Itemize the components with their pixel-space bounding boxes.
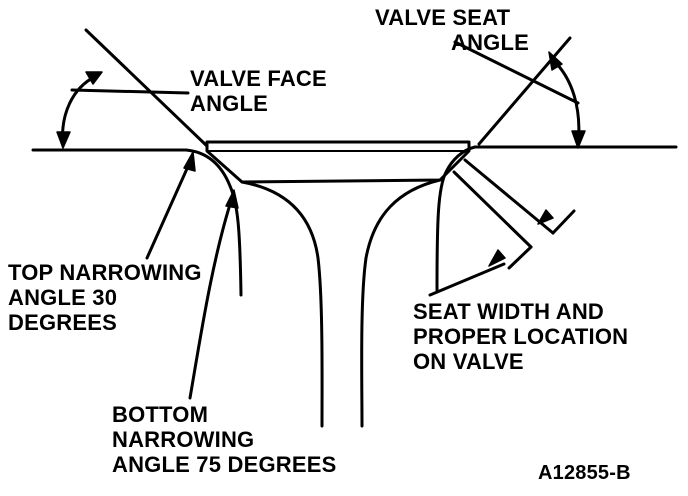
valve-seat-angle-line-2: ANGLE	[451, 30, 529, 55]
seat-width-arrow-top	[537, 209, 554, 225]
top-narrowing-line-3: DEGREES	[8, 310, 117, 335]
seat-width-line-outer	[463, 158, 555, 235]
leader-top-narrowing	[145, 160, 192, 260]
seat-port-right	[435, 145, 477, 292]
seat-width-tick-upper	[507, 245, 533, 270]
seat-width-line-2: PROPER LOCATION	[413, 324, 629, 349]
valve-head	[205, 140, 471, 184]
leader-valve-face	[70, 88, 190, 95]
figure-id: A12855-B	[538, 462, 631, 484]
face-angle-arrow-top	[85, 71, 103, 85]
seat-width-arrow-bottom	[488, 249, 506, 267]
leader-top-narrowing-arrow	[183, 151, 196, 172]
top-narrowing-label: TOP NARROWING ANGLE 30 DEGREES	[8, 260, 202, 335]
seat-width-line-1: SEAT WIDTH AND	[413, 299, 605, 324]
seat-width-label: SEAT WIDTH AND PROPER LOCATION ON VALVE	[413, 299, 628, 374]
leader-seat-width	[428, 262, 506, 297]
seat-width-line-3: ON VALVE	[413, 349, 524, 374]
top-narrowing-line-1: TOP NARROWING	[8, 260, 202, 285]
bottom-narrowing-line-1: BOTTOM	[112, 402, 209, 427]
valve-seat-angle-line	[477, 36, 572, 146]
valve-seat-angle-label: VALVE SEAT ANGLE	[375, 5, 529, 55]
valve-face-angle-label: VALVE FACE ANGLE	[190, 66, 327, 116]
seat-width-line-inner	[452, 170, 533, 249]
bottom-narrowing-line-2: NARROWING	[112, 427, 255, 452]
valve-stem-right	[360, 178, 442, 428]
seat-width-tick-lower	[551, 209, 576, 235]
valve-seat-angle-line-1: VALVE SEAT	[375, 5, 511, 30]
face-angle-arrow-bottom	[56, 131, 71, 149]
leader-bottom-narrowing	[188, 196, 234, 400]
seat-port-left	[184, 148, 243, 297]
bottom-narrowing-label: BOTTOM NARROWING ANGLE 75 DEGREES	[112, 402, 336, 477]
valve-face-angle-line	[84, 28, 209, 148]
top-narrowing-line-2: ANGLE 30	[8, 285, 118, 310]
seat-angle-arrow-top	[548, 51, 563, 71]
valve-face-angle-line-1: VALVE FACE	[190, 66, 327, 91]
valve-stem-left	[240, 180, 324, 428]
seat-angle-arrow-bottom	[571, 130, 586, 149]
valve-face-angle-line-2: ANGLE	[190, 91, 268, 116]
leader-bottom-narrowing-arrow	[225, 189, 239, 209]
bottom-narrowing-line-3: ANGLE 75 DEGREES	[112, 452, 337, 477]
leader-valve-seat	[453, 40, 580, 105]
